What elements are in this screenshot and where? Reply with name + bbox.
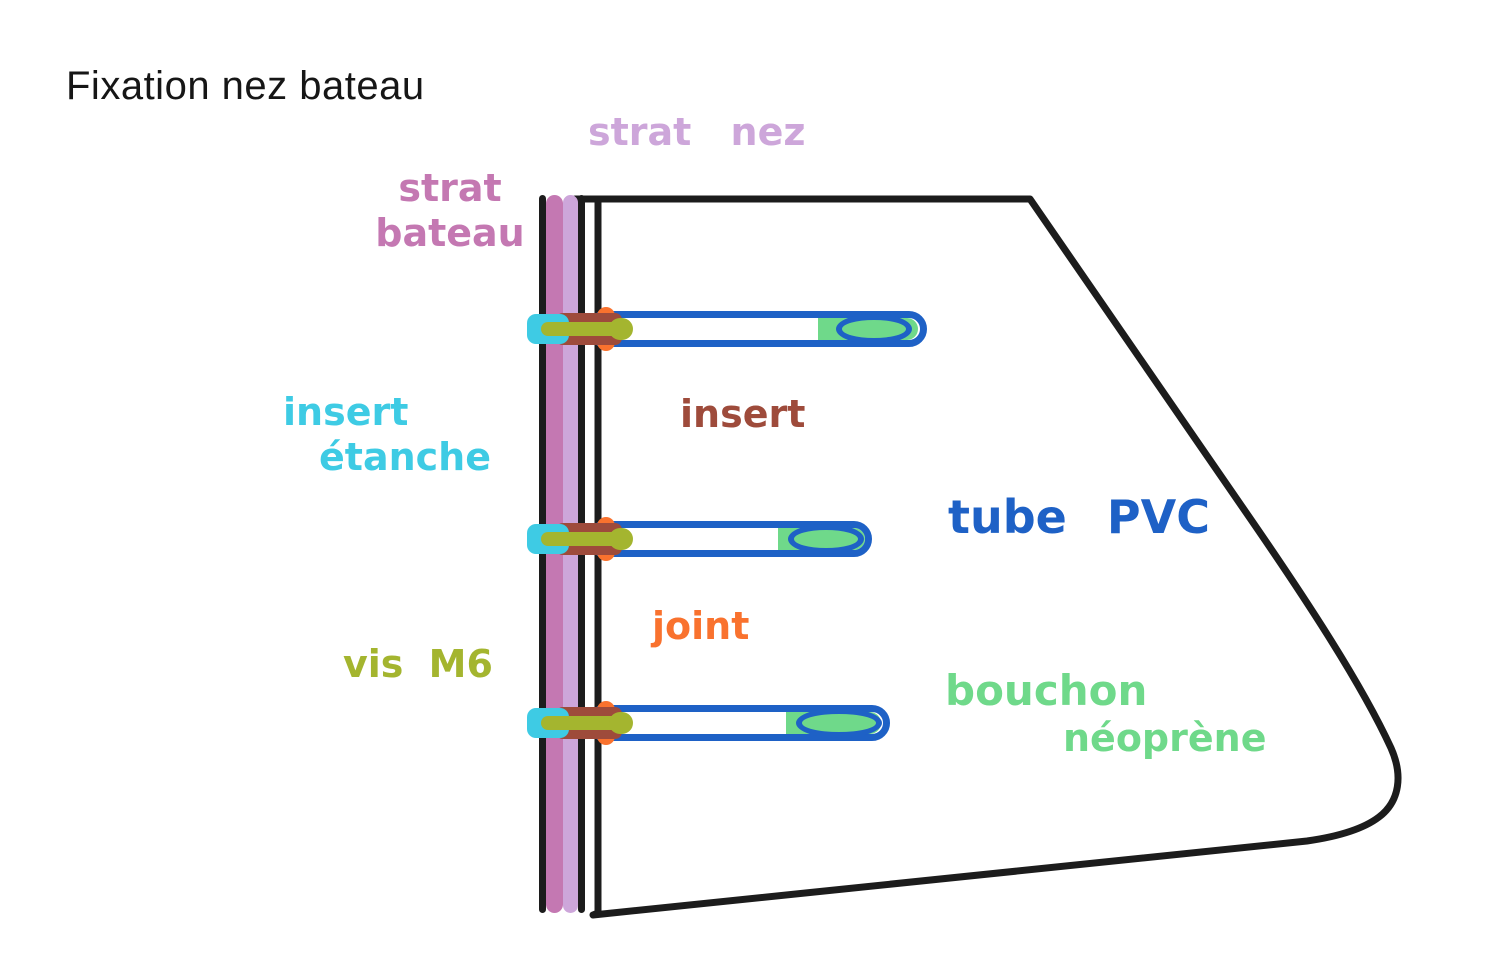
vis-m6-screw-cap — [609, 318, 633, 340]
bouchon-neoprene-plug — [836, 314, 912, 344]
vis-m6-screw — [541, 322, 627, 336]
vis-m6-screw — [541, 716, 627, 730]
bouchon-neoprene-plug — [788, 524, 864, 554]
label-insert: insert — [680, 392, 806, 436]
label-line: néoprène — [1063, 715, 1267, 760]
vis-m6-screw-cap — [609, 712, 633, 734]
label-line: insert — [283, 390, 409, 434]
label-tube-pvc: tube PVC — [948, 490, 1210, 544]
hull-outer-line — [539, 195, 546, 913]
label-strat-bateau: strat bateau — [372, 166, 528, 256]
label-strat-nez: strat nez — [588, 110, 806, 154]
page-title: Fixation nez bateau — [66, 64, 425, 108]
label-insert-etanche: insert étanche — [283, 390, 491, 480]
vis-m6-screw — [541, 532, 627, 546]
label-line: strat — [398, 166, 502, 210]
vis-m6-screw-cap — [609, 528, 633, 550]
label-line: bateau — [375, 210, 525, 255]
label-line: étanche — [319, 434, 491, 479]
label-line: bouchon — [945, 666, 1148, 715]
label-bouchon-neoprene: bouchon néoprène — [945, 666, 1266, 760]
label-vis-m6: vis M6 — [343, 642, 493, 686]
label-joint: joint — [652, 604, 750, 648]
bouchon-neoprene-plug — [796, 708, 882, 738]
